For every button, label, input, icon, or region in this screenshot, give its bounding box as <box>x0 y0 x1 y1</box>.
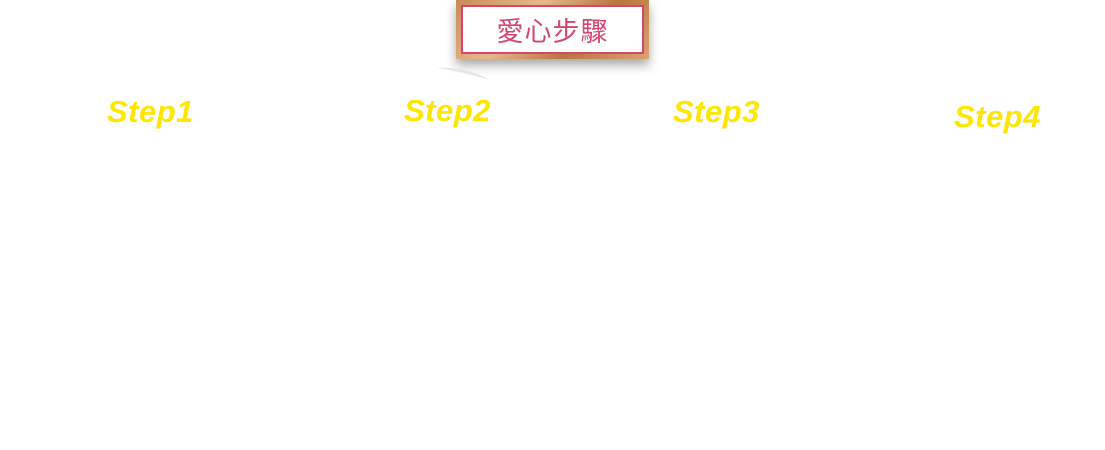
page-title: 愛心步驟 <box>461 5 644 54</box>
step-2-label: Step2 <box>404 93 491 128</box>
swoosh-decoration <box>437 67 490 80</box>
title-plaque: 愛心步驟 <box>456 0 649 59</box>
step-1-label: Step1 <box>107 94 194 129</box>
step-3-label: Step3 <box>673 94 760 129</box>
step-4-label: Step4 <box>954 99 1041 134</box>
